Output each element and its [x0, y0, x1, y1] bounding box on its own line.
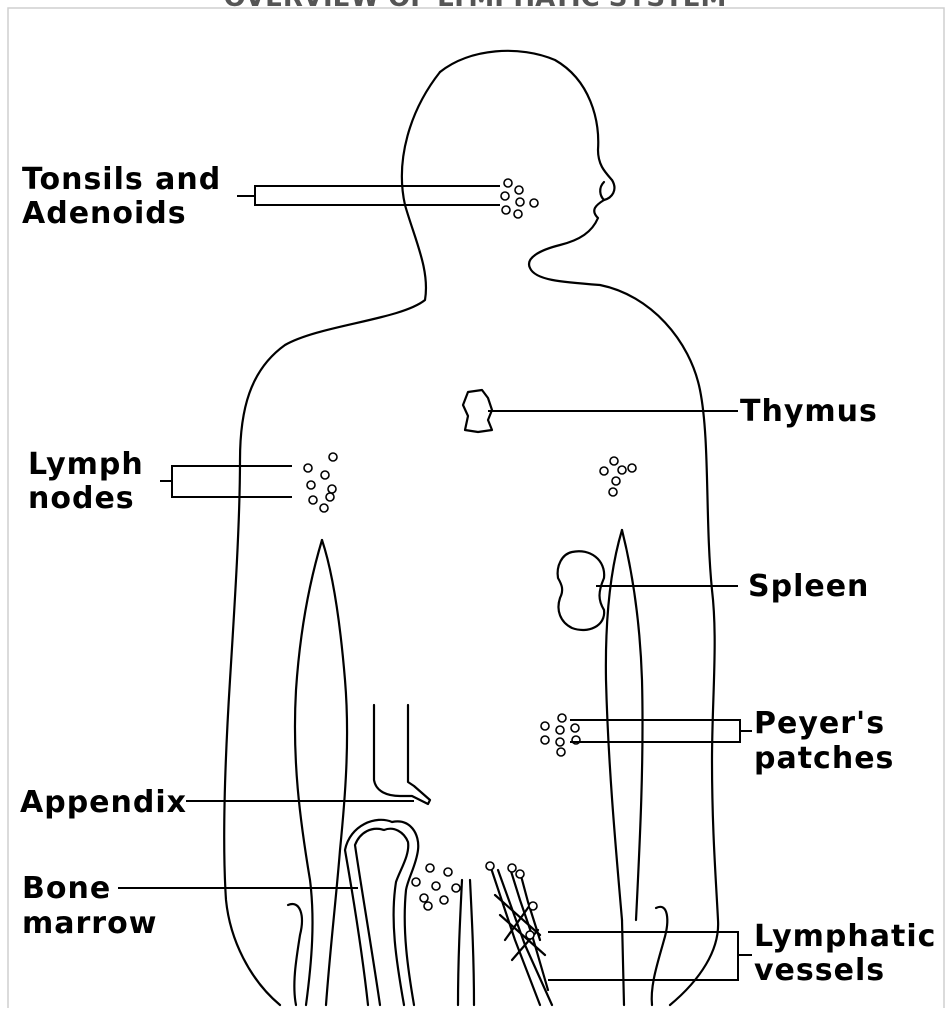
- lymph-nodes-leader: [160, 466, 292, 497]
- armpit-nodes-left: [304, 453, 337, 512]
- lymphatic-vessels-leader: [548, 932, 752, 980]
- label-lymph-line1: Lymph: [28, 447, 144, 482]
- label-peyers-line1: Peyer's: [754, 706, 885, 741]
- label-peyers-line2: patches: [754, 741, 894, 776]
- groin-nodes: [412, 864, 460, 910]
- diagram-frame: [8, 8, 944, 1008]
- tonsils-leader: [237, 186, 500, 205]
- label-lymphatic-line1: Lymphatic: [754, 919, 936, 954]
- lymphatic-vessels-shape: [486, 862, 552, 1005]
- appendix-shape: [374, 705, 430, 804]
- bone-marrow-shape: [345, 820, 418, 1005]
- tonsils-nodes: [501, 179, 538, 218]
- label-tonsils-line1: Tonsils and: [22, 162, 221, 197]
- armpit-nodes-right: [600, 457, 636, 496]
- peyers-leader: [570, 720, 752, 742]
- label-appendix: Appendix: [20, 785, 187, 820]
- label-bone-line2: marrow: [22, 906, 157, 941]
- body-outline: [224, 51, 718, 1005]
- thymus-shape: [463, 390, 492, 432]
- label-tonsils-line2: Adenoids: [22, 196, 187, 231]
- label-spleen: Spleen: [748, 569, 869, 604]
- diagram-title: OVERVIEW OF LYMPHATIC SYSTEM: [224, 0, 727, 13]
- label-thymus: Thymus: [740, 394, 878, 429]
- label-lymph-line2: nodes: [28, 481, 135, 516]
- spleen-shape: [558, 551, 605, 630]
- label-lymphatic-line2: vessels: [754, 953, 885, 988]
- label-bone-line1: Bone: [22, 871, 111, 906]
